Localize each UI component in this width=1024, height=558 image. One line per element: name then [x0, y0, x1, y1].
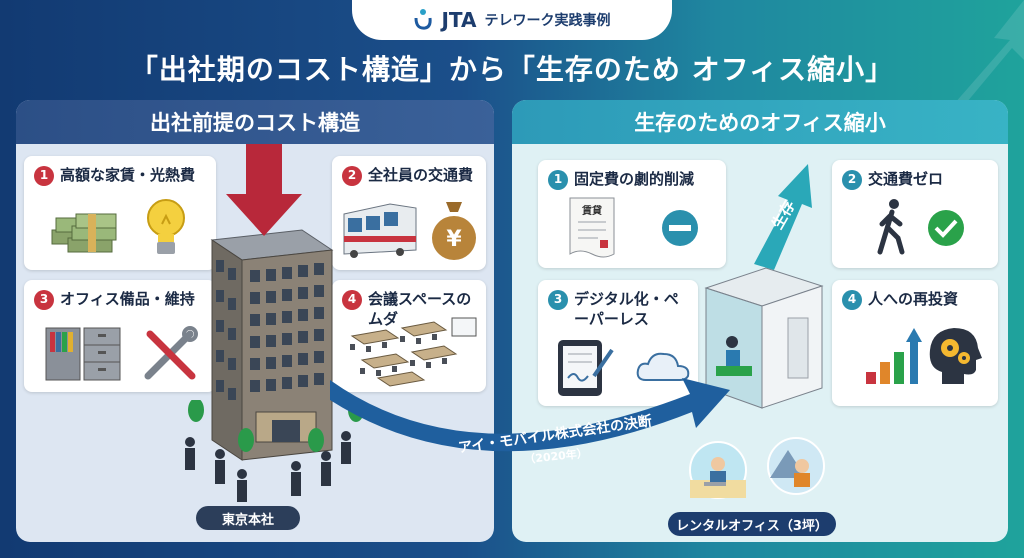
right-panel: 生存のためのオフィス縮小 1 固定費の劇的削減 賃貸 2 交通費ゼロ 3 デジタル化・… — [512, 100, 1008, 542]
cost-card-rent: 1 高額な家賃・光熱費 — [24, 156, 216, 270]
office-building-illustration — [210, 229, 334, 461]
tablet-pen-icon — [558, 340, 614, 396]
rental-office-booth-illustration — [704, 267, 824, 409]
lease-document-label: 賃貸 — [581, 204, 602, 217]
transition-curved-arrow — [330, 378, 730, 452]
card-number: 4 — [342, 290, 362, 310]
remote-worker-beach-icon — [689, 441, 747, 499]
card-number: 4 — [842, 290, 862, 310]
card-label: 固定費の劇的削減 — [574, 170, 695, 188]
yen-money-bag-icon: ¥ — [432, 202, 476, 260]
main-title: 「出社期のコスト構造」から「生存のため オフィス縮小」 — [129, 53, 895, 86]
meeting-tables-icon — [350, 317, 477, 387]
rental-office-label: レンタルオフィス（3坪） — [668, 512, 836, 536]
cloud-icon — [636, 352, 690, 381]
filing-cabinet-icon — [45, 327, 121, 381]
benefit-card-fixed-costs: 1 固定費の劇的削減 賃貸 — [538, 160, 726, 268]
card-number: 2 — [342, 166, 362, 186]
card-label: 高額な家賃・光熱費 — [60, 166, 196, 184]
card-label: デジタル化・ペーパーレス — [574, 290, 679, 328]
commuting-people-illustration — [185, 400, 364, 502]
card-number: 3 — [548, 290, 568, 310]
badge-subtitle: テレワーク実践事例 — [484, 13, 611, 29]
red-down-arrow-icon — [226, 144, 302, 236]
survival-up-arrow-icon — [754, 164, 812, 270]
remote-worker-mountain-icon — [767, 437, 825, 495]
money-stack-icon — [51, 213, 117, 253]
svg-text:¥: ¥ — [446, 227, 462, 252]
brand-name: JTA — [441, 8, 477, 32]
card-label: 人への再投資 — [868, 290, 959, 308]
card-label: 会議スペースのムダ — [368, 290, 472, 328]
walking-person-icon — [877, 199, 905, 255]
left-panel-title: 出社前提のコスト構造 — [16, 100, 494, 144]
head-gears-icon — [929, 328, 982, 384]
card-number: 1 — [34, 166, 54, 186]
check-circle-icon — [928, 210, 964, 246]
card-number: 3 — [34, 290, 54, 310]
card-number: 1 — [548, 170, 568, 190]
jta-logo-icon — [413, 9, 433, 31]
card-number: 2 — [842, 170, 862, 190]
lease-document-icon: 賃貸 — [569, 197, 615, 258]
card-label: 全社員の交通費 — [368, 166, 474, 184]
benefit-card-reinvest-people: 4 人への再投資 — [832, 280, 998, 406]
left-panel: 出社前提のコスト構造 1 高額な家賃・光熱費 2 全社員の交通費 — [16, 100, 494, 542]
train-icon — [343, 203, 417, 258]
cost-card-meeting-space: 4 会議スペースのムダ — [332, 280, 486, 392]
lightbulb-icon — [147, 199, 185, 254]
tools-wrench-screwdriver-icon — [144, 326, 198, 380]
cost-card-commute: 2 全社員の交通費 ¥ — [332, 156, 486, 270]
background-growth-arrow — [940, 0, 1024, 120]
cost-card-equipment: 3 オフィス備品・維持 — [24, 280, 216, 392]
tokyo-headquarters-label: 東京本社 — [196, 506, 300, 530]
benefit-card-paperless: 3 デジタル化・ペーパーレス — [538, 280, 698, 406]
right-panel-title: 生存のためのオフィス縮小 — [512, 100, 1008, 144]
minus-circle-icon — [662, 210, 698, 246]
benefit-card-zero-commute: 2 交通費ゼロ — [832, 160, 998, 268]
top-badge: JTA テレワーク実践事例 — [352, 0, 672, 40]
card-label: オフィス備品・維持 — [60, 290, 195, 308]
card-label: 交通費ゼロ — [868, 170, 944, 188]
growth-bars-icon — [866, 328, 922, 384]
